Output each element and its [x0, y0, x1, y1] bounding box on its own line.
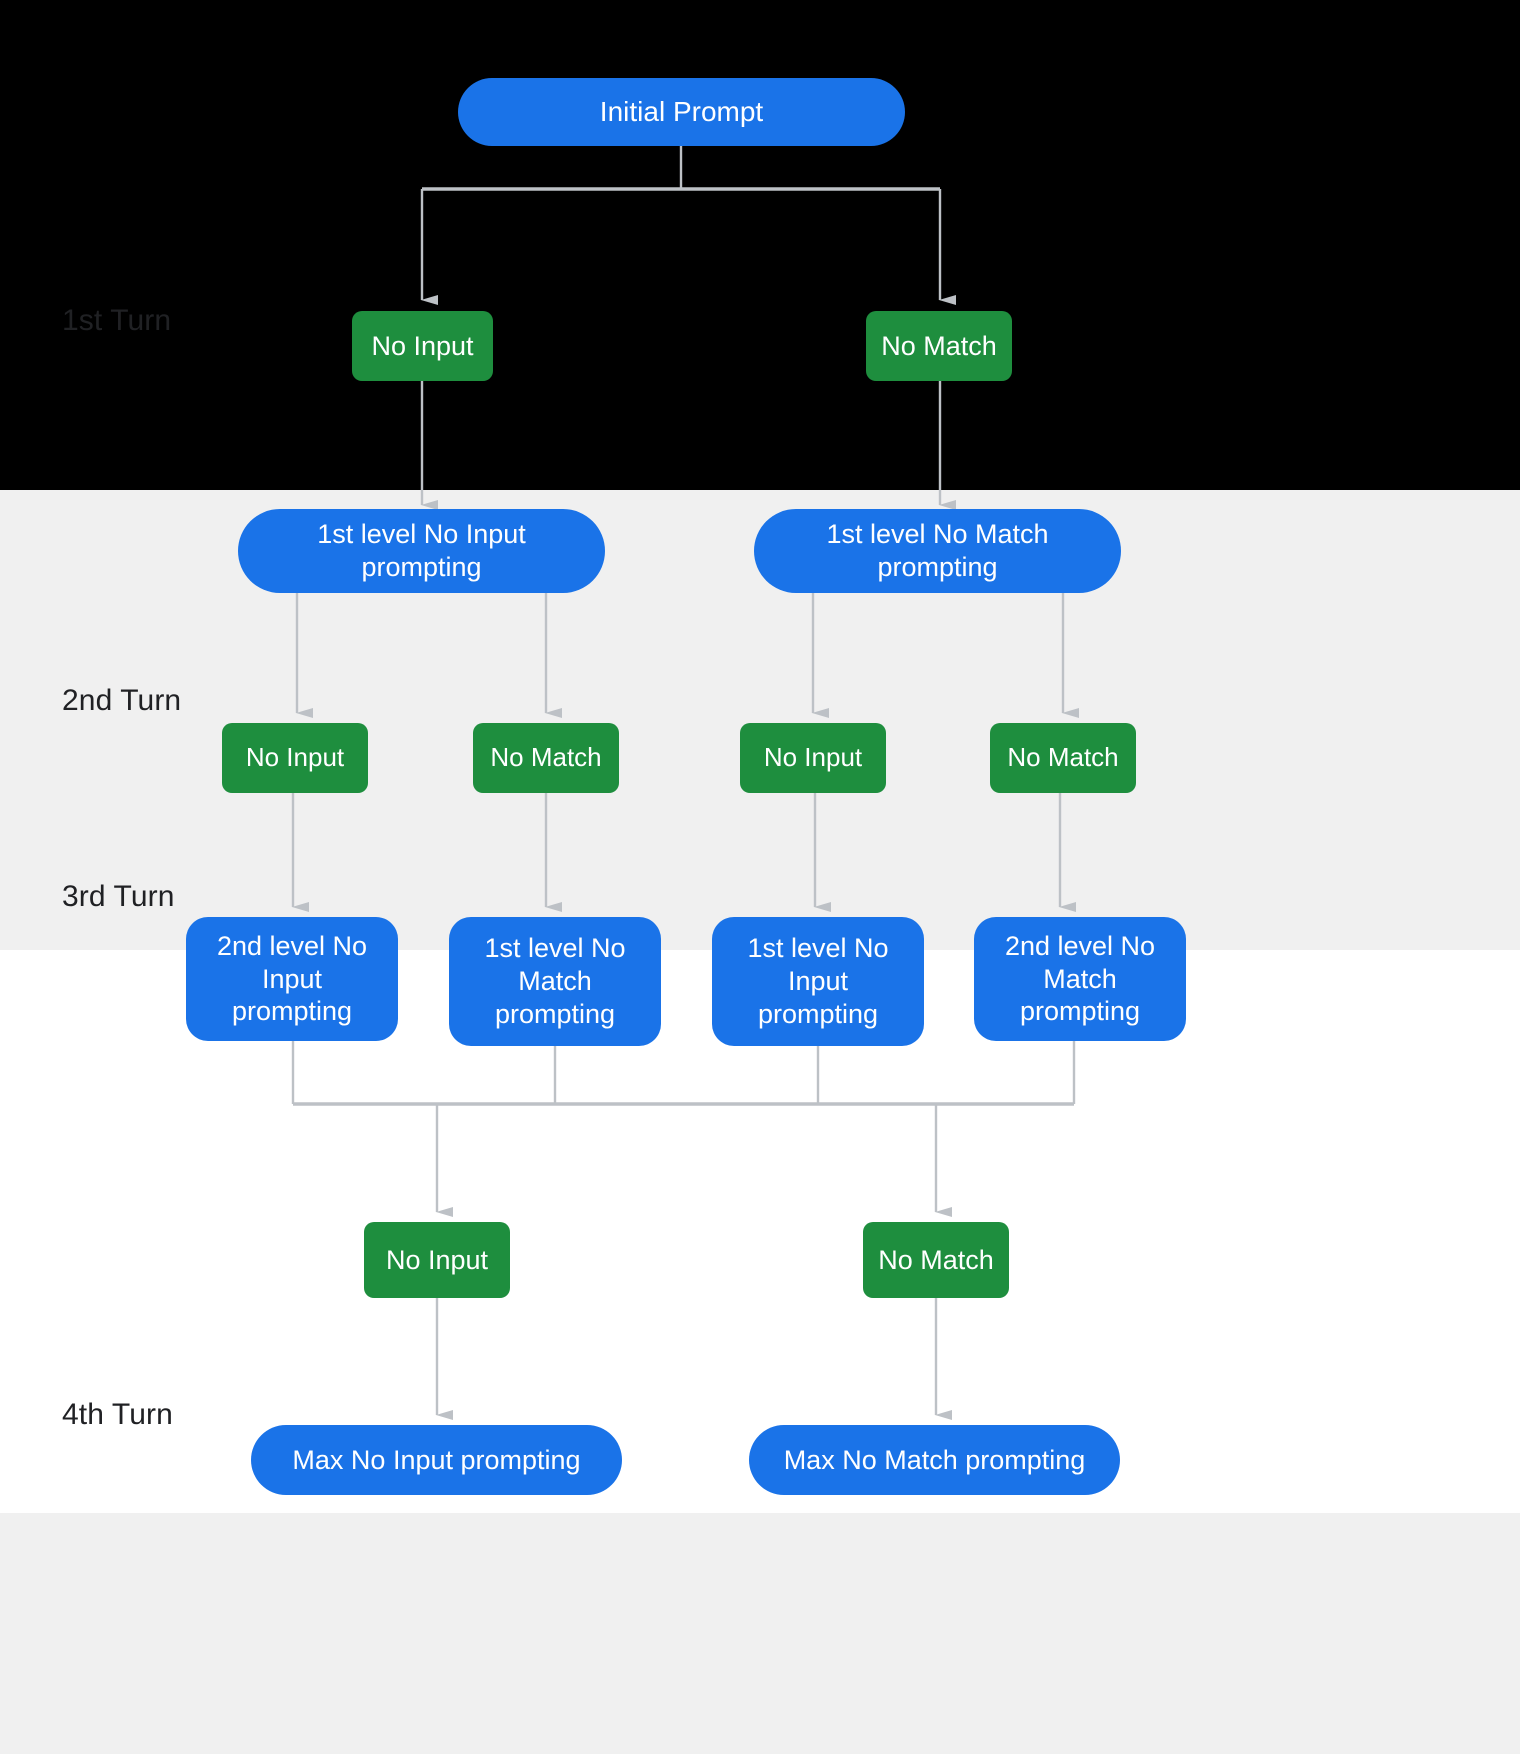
- node-turn3-no-input[interactable]: No Input: [364, 1222, 510, 1298]
- node-turn2-no-input-a[interactable]: No Input: [222, 723, 368, 793]
- node-turn1-no-match[interactable]: No Match: [866, 311, 1012, 381]
- node-level1-no-match-prompting-b[interactable]: 1st level No Match prompting: [449, 917, 661, 1046]
- node-level1-no-input-prompting[interactable]: 1st level No Input prompting: [238, 509, 605, 593]
- node-turn2-no-input-b[interactable]: No Input: [740, 723, 886, 793]
- node-level1-no-match-prompting[interactable]: 1st level No Match prompting: [754, 509, 1121, 593]
- node-level1-no-input-prompting-b[interactable]: 1st level No Input prompting: [712, 917, 924, 1046]
- node-turn3-no-match[interactable]: No Match: [863, 1222, 1009, 1298]
- node-initial-prompt[interactable]: Initial Prompt: [458, 78, 905, 146]
- turn-label-4: 4th Turn: [62, 1398, 173, 1431]
- node-turn2-no-match-b[interactable]: No Match: [990, 723, 1136, 793]
- turn-label-2: 2nd Turn: [62, 684, 182, 717]
- node-level2-no-match-prompting[interactable]: 2nd level No Match prompting: [974, 917, 1186, 1041]
- band-turn-1: [0, 0, 1520, 490]
- turn-label-3: 3rd Turn: [62, 880, 175, 913]
- node-level2-no-input-prompting[interactable]: 2nd level No Input prompting: [186, 917, 398, 1041]
- band-turn-4: [0, 1513, 1520, 1754]
- node-turn1-no-input[interactable]: No Input: [352, 311, 493, 381]
- node-turn2-no-match-a[interactable]: No Match: [473, 723, 619, 793]
- node-max-no-input-prompting[interactable]: Max No Input prompting: [251, 1425, 622, 1495]
- turn-label-1: 1st Turn: [62, 304, 172, 337]
- node-max-no-match-prompting[interactable]: Max No Match prompting: [749, 1425, 1120, 1495]
